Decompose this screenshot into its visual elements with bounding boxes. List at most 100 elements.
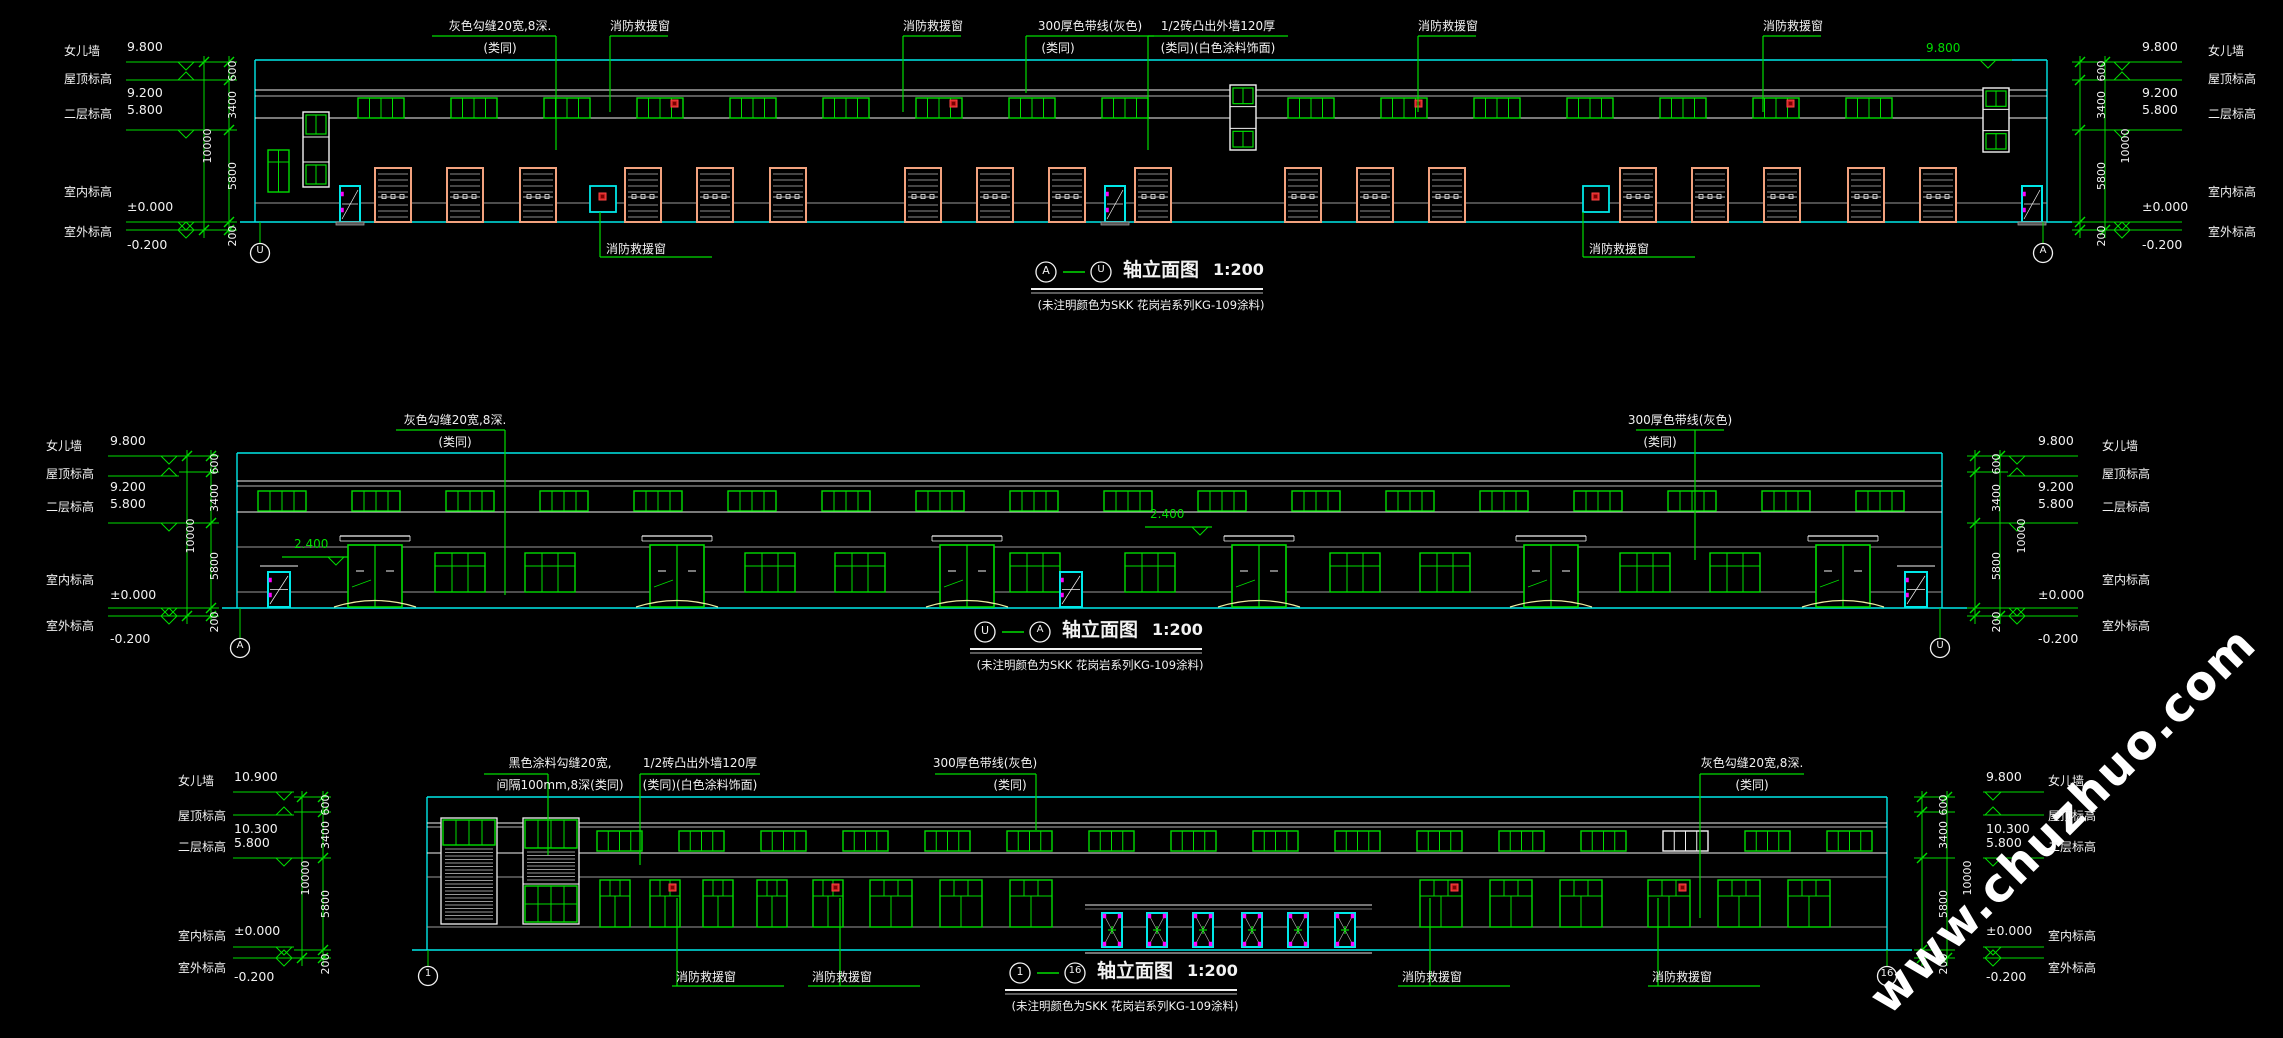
dim-text: 5800 <box>226 162 239 190</box>
level-name: 二层标高 <box>2102 500 2151 514</box>
roller-latch <box>649 194 655 199</box>
annotation-text: 300厚色带线(灰色) <box>1627 413 1733 427</box>
fire-rescue-marker-core <box>672 101 677 106</box>
annotation-text: 间隔100mm,8深(类同) <box>496 778 624 792</box>
annotation-text: (类同) <box>1735 778 1769 792</box>
door-hinge <box>340 207 344 213</box>
level-triangle <box>176 129 196 139</box>
door-hinge <box>1162 913 1167 919</box>
door-hinge <box>1208 913 1213 919</box>
dim-tick <box>296 791 308 803</box>
level-name: 室外标高 <box>2048 961 2097 975</box>
window-lower <box>1619 552 1671 593</box>
dim-text: 3400 <box>319 821 332 849</box>
roller-latch <box>544 194 550 199</box>
annotation-text: 300厚色带线(灰色) <box>932 756 1038 770</box>
level-triangle <box>1978 59 1998 69</box>
roller-latch <box>1309 194 1315 199</box>
roller-latch <box>631 194 637 199</box>
canopy-level-value: 2.400 <box>294 537 329 551</box>
title-axis-start: U <box>980 624 990 637</box>
roller-door <box>1847 167 1885 223</box>
roller-door <box>519 167 557 223</box>
roller-latch <box>453 194 459 199</box>
dim-text: 5800 <box>1937 890 1950 918</box>
title-note: (未注明颜色为SKK 花岗岩系列KG-109涂料) <box>1011 999 1239 1013</box>
level-name: 室内标高 <box>2102 573 2151 587</box>
level-triangle <box>2112 221 2132 231</box>
level-value: 9.800 <box>127 39 163 54</box>
dim-tick <box>1916 806 1928 818</box>
elevation-title: 轴立面图 <box>1097 960 1174 982</box>
window-lower <box>1124 552 1176 593</box>
level-triangle <box>2007 607 2027 617</box>
level-value: -0.200 <box>110 631 151 646</box>
door-hinge <box>1905 577 1909 583</box>
dim-tick <box>1994 450 2006 462</box>
dim-tick <box>1941 791 1953 803</box>
door-brace <box>1906 575 1926 605</box>
door-hinge <box>340 191 344 197</box>
roller-latch <box>1926 194 1932 199</box>
roller-latch <box>1770 194 1776 199</box>
level-value: 5.800 <box>1986 835 2022 850</box>
fire-rescue-marker-core <box>1788 101 1793 106</box>
roller-latch <box>526 194 532 199</box>
fire-rescue-marker-core <box>670 885 675 890</box>
level-value: 10.300 <box>1986 821 2030 836</box>
dim-tick <box>1916 791 1928 803</box>
roller-latch <box>1716 194 1722 199</box>
dim-tick <box>2074 224 2086 236</box>
level-value: 9.800 <box>2038 433 2074 448</box>
level-name: 室外标高 <box>64 225 113 239</box>
dim-tick <box>1916 944 1928 956</box>
annotation-text: (类同)(白色涂料饰面) <box>1160 41 1276 55</box>
door-hinge <box>1162 941 1167 947</box>
dim-tick <box>296 952 308 964</box>
door-leaf-swing <box>1819 579 1840 588</box>
grid-bubble-label: A <box>2039 245 2047 256</box>
dim-tick <box>223 224 235 236</box>
roller-door <box>1284 167 1322 223</box>
annotation-text: 消防救援窗 <box>609 19 671 33</box>
level-value: 5.800 <box>127 102 163 117</box>
level-triangle <box>159 455 179 465</box>
roller-latch <box>983 194 989 199</box>
roller-latch <box>1372 194 1378 199</box>
annotation-text: 黑色涂料勾缝20宽, <box>508 756 612 770</box>
level-name: 女儿墙 <box>2048 774 2085 788</box>
level-value: ±0.000 <box>2142 199 2189 214</box>
title-axis-bubble <box>1029 621 1051 643</box>
roller-door <box>374 167 412 223</box>
level-value: ±0.000 <box>2038 587 2085 602</box>
level-triangle <box>1983 857 2003 867</box>
level-triangle <box>176 71 196 81</box>
dim-tick <box>223 74 235 86</box>
level-name: 女儿墙 <box>178 774 215 788</box>
roller-latch <box>399 194 405 199</box>
window-lower <box>1329 552 1381 593</box>
level-triangle <box>274 946 294 956</box>
fire-window-label: 消防救援窗 <box>1589 242 1650 256</box>
roller-latch <box>1626 194 1632 199</box>
fire-window-label: 消防救援窗 <box>606 242 667 256</box>
level-triangle <box>176 221 196 231</box>
level-triangle <box>274 806 294 816</box>
door-ramp <box>1217 599 1301 608</box>
door-hinge <box>1335 913 1340 919</box>
roller-door <box>769 167 807 223</box>
level-value: ±0.000 <box>234 923 281 938</box>
title-axis-end: 16 <box>1068 965 1082 976</box>
level-value: -0.200 <box>2142 237 2183 252</box>
fire-window-label: 消防救援窗 <box>1402 970 1463 984</box>
annotation-text: 消防救援窗 <box>1417 19 1479 33</box>
roller-latch <box>1635 194 1641 199</box>
level-triangle <box>2112 61 2132 71</box>
level-triangle <box>2112 229 2132 239</box>
door-threshold <box>2017 221 2047 226</box>
grid-bubble-label: 1 <box>424 968 432 979</box>
roller-latch <box>535 194 541 199</box>
dim-text: 5800 <box>208 551 221 580</box>
roller-latch <box>1150 194 1156 199</box>
roller-door <box>1356 167 1394 223</box>
